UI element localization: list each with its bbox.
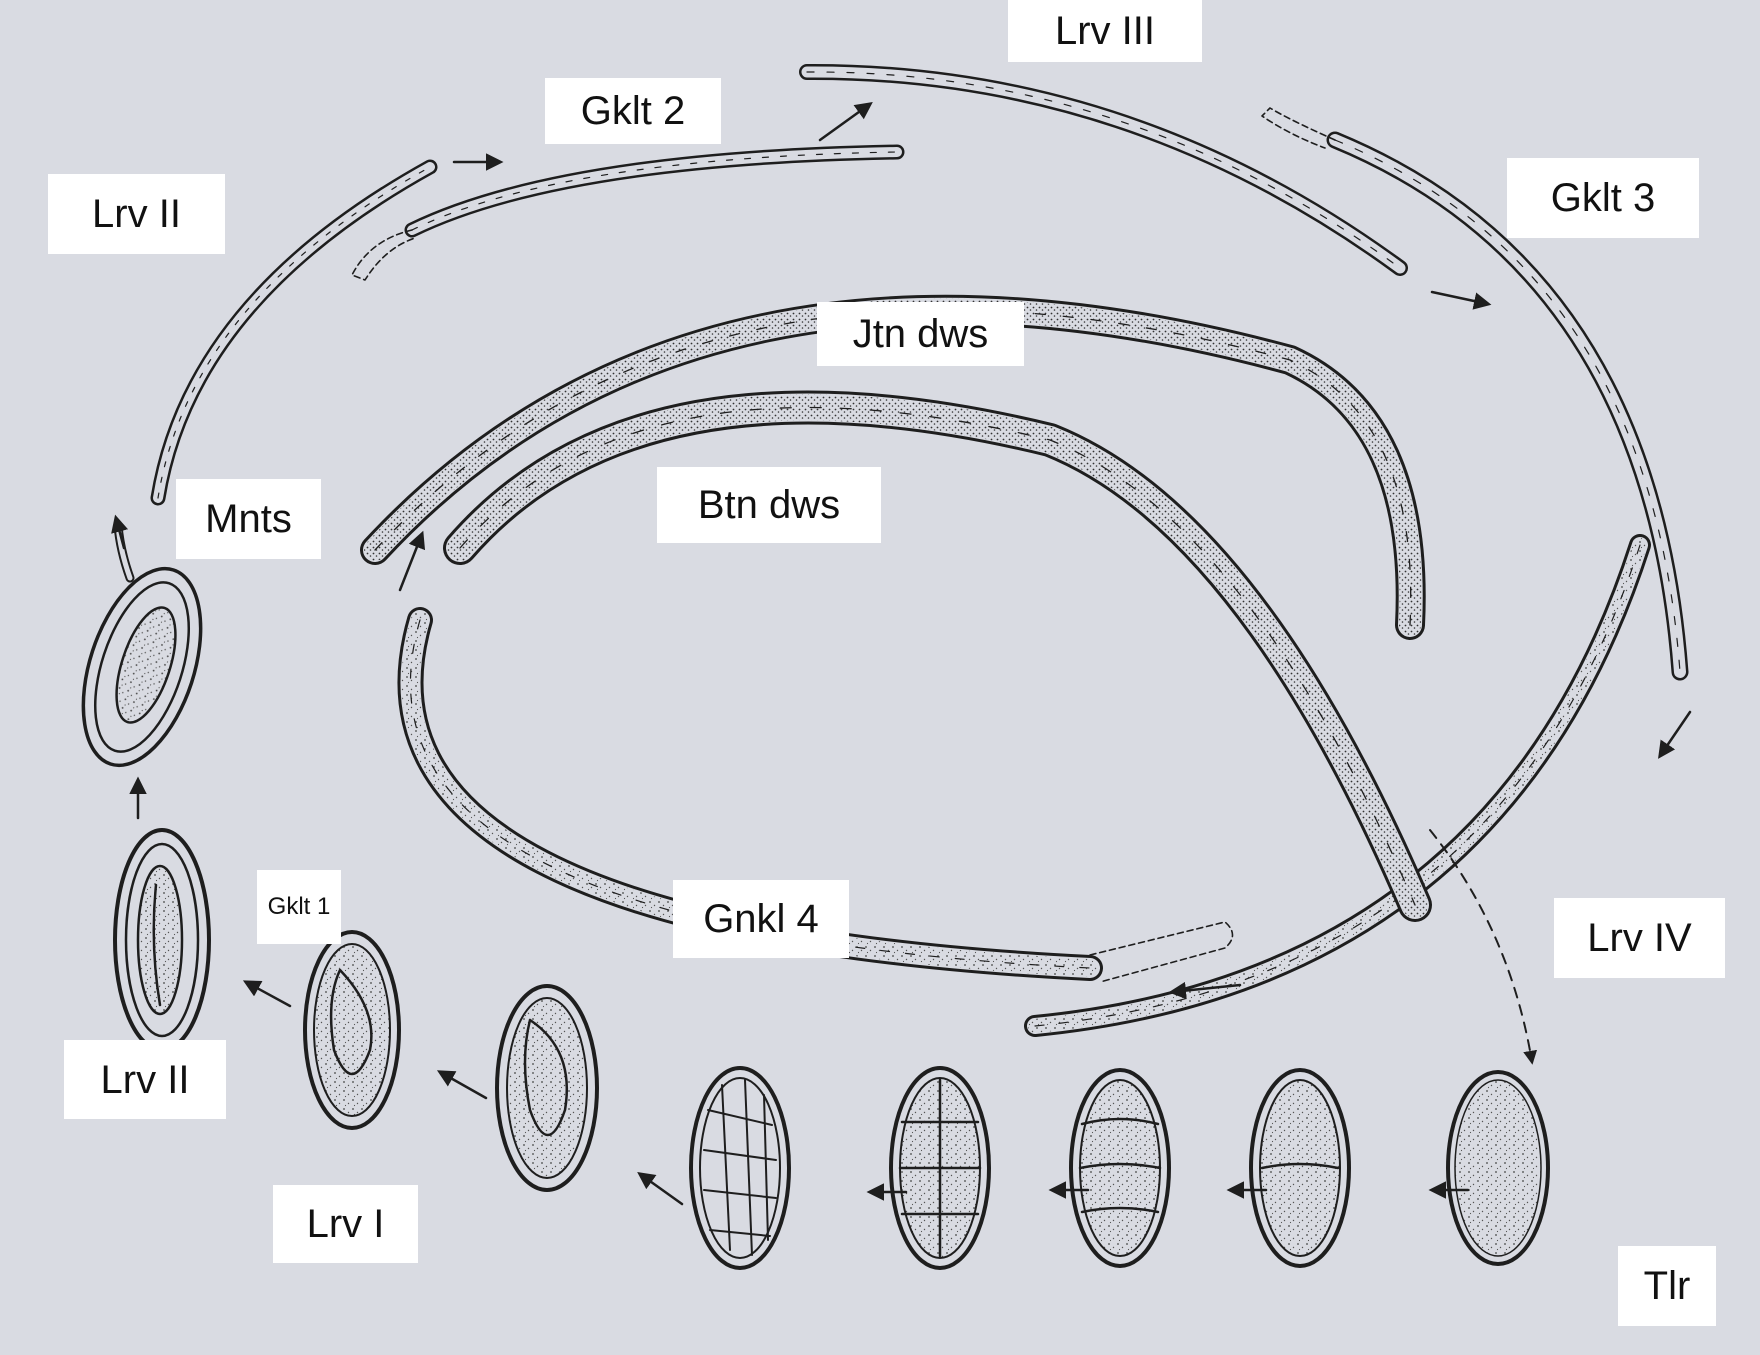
label-adult-female: Btn dws	[657, 467, 881, 543]
label-molt-1: Gklt 1	[257, 870, 341, 944]
label-molt-3: Gklt 3	[1507, 158, 1699, 238]
label-egg: Tlr	[1618, 1246, 1716, 1326]
label-young-adult: Jtn dws	[817, 302, 1024, 366]
label-larva-i: Lrv I	[273, 1185, 418, 1263]
larva-iv-worm	[1035, 545, 1640, 1026]
egg-4-cell	[1071, 1070, 1169, 1266]
label-larva-iv: Lrv IV	[1554, 898, 1725, 978]
molting-larva	[61, 525, 223, 780]
egg-tadpole-stage	[497, 986, 597, 1190]
adult-female-worm	[460, 408, 1415, 905]
egg-morula	[691, 1068, 789, 1268]
egg-8-cell	[891, 1068, 989, 1268]
label-larva-ii-top: Lrv II	[48, 174, 225, 254]
label-molting: Mnts	[176, 479, 321, 559]
label-larva-iii: Lrv III	[1008, 0, 1202, 62]
label-molt-4: Gnkl 4	[673, 880, 849, 958]
label-molt-2: Gklt 2	[545, 78, 721, 144]
larva-iii-worm	[807, 72, 1400, 268]
label-larva-ii-bottom: Lrv II	[64, 1040, 226, 1119]
egg-larva-i	[305, 932, 399, 1128]
egg-single-cell	[1448, 1072, 1548, 1264]
egg-2-cell	[1251, 1070, 1349, 1266]
egg-larva-ii	[115, 830, 209, 1050]
